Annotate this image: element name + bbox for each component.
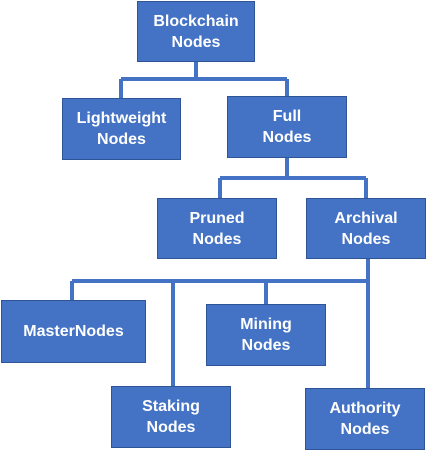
node-mining-nodes: Mining Nodes <box>206 304 326 366</box>
node-lightweight-nodes: Lightweight Nodes <box>62 98 181 160</box>
node-staking-nodes: Staking Nodes <box>111 386 231 448</box>
node-pruned-nodes: Pruned Nodes <box>157 198 277 259</box>
node-archival-nodes: Archival Nodes <box>306 198 426 259</box>
connector-full-children <box>218 158 368 198</box>
node-blockchain-nodes: Blockchain Nodes <box>137 1 255 62</box>
node-full-nodes: Full Nodes <box>227 96 347 158</box>
node-masternodes: MasterNodes <box>1 300 146 363</box>
connector-archival-children <box>70 259 370 388</box>
connector-root-children <box>119 62 289 98</box>
node-authority-nodes: Authority Nodes <box>305 388 425 450</box>
